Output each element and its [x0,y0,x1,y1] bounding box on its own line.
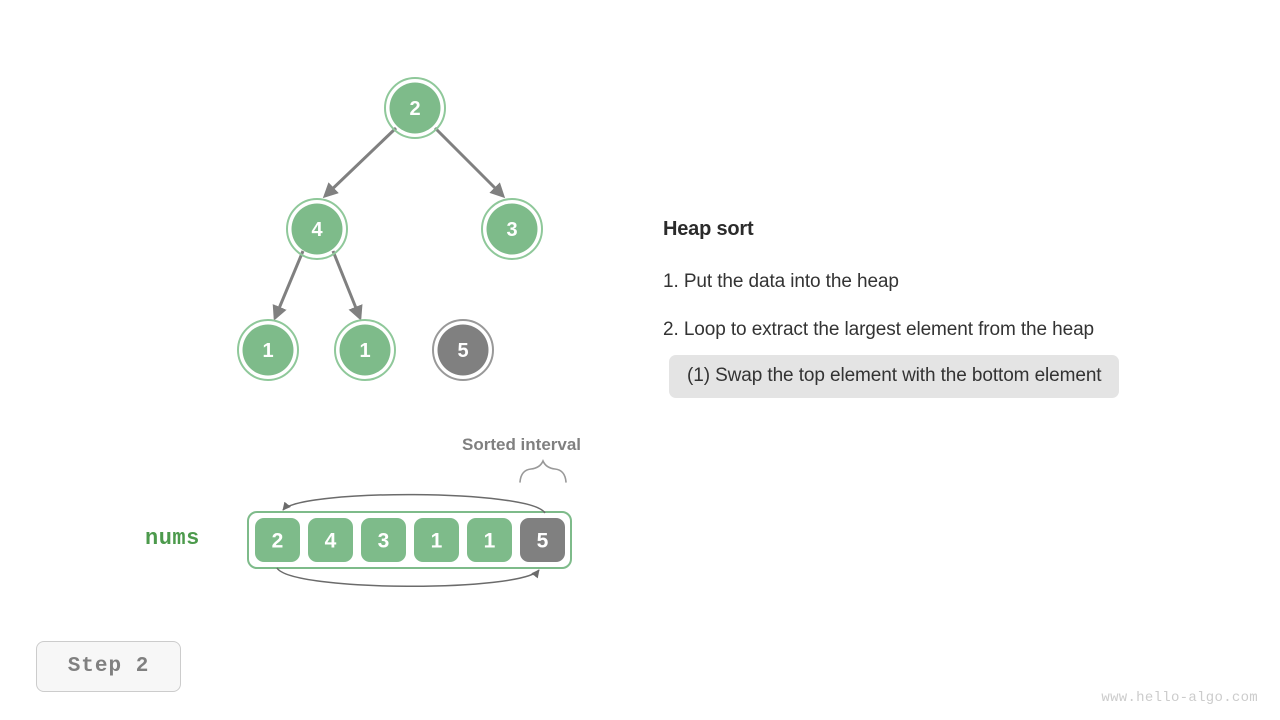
node-ring [237,319,299,381]
node-body [242,324,294,376]
node-body [437,324,489,376]
array-cell-0[interactable]: 2 [255,518,300,562]
tree-edge-4-1a [272,250,305,321]
node-value: 1 [262,340,273,362]
tree-node-5-sorted[interactable]: 5 [432,319,494,381]
watermark: www.hello-algo.com [1101,690,1258,706]
substep-wrapper: (1) Swap the top element with the bottom… [669,355,1253,398]
array-cell-3[interactable]: 1 [414,518,459,562]
step-badge: Step 2 [36,641,181,692]
array-cell-value: 4 [325,530,337,553]
tree-node-3[interactable]: 3 [481,198,543,260]
tree-edge-2-4 [322,126,398,199]
explanation-panel: Heap sort 1. Put the data into the heap … [663,218,1253,398]
array-cell-4[interactable]: 1 [467,518,512,562]
step-item-2: 2. Loop to extract the largest element f… [663,319,1095,340]
node-ring [384,77,446,139]
sorted-interval-brace [519,458,567,483]
step-item-1: 1. Put the data into the heap [663,271,899,292]
node-value: 4 [311,219,323,241]
node-value: 3 [506,219,517,241]
node-value: 1 [359,340,370,362]
array-container-outline [247,511,572,569]
page-title: Heap sort [663,218,754,240]
tree-node-1-left[interactable]: 1 [237,319,299,381]
swap-arc-top [282,493,546,514]
sorted-interval-caption: Sorted interval [462,435,582,454]
node-ring [286,198,348,260]
array-cell-box [255,518,300,562]
tree-edge-4-1b [331,250,363,321]
array-cell-box [414,518,459,562]
node-ring [432,319,494,381]
node-ring [481,198,543,260]
node-value: 2 [409,98,420,120]
tree-node-2[interactable]: 2 [384,77,446,139]
array-name-label: nums [145,526,200,551]
array-cell-value: 1 [431,530,443,553]
tree-edges [272,126,506,321]
array-cell-1[interactable]: 4 [308,518,353,562]
node-body [486,203,538,255]
swap-arc-bottom [276,567,540,587]
array-cell-2[interactable]: 3 [361,518,406,562]
tree-edge-2-3 [433,126,506,199]
array-cell-value: 5 [537,530,549,553]
node-body [389,82,441,134]
array-cell-box [361,518,406,562]
substep-highlight: (1) Swap the top element with the bottom… [669,355,1120,398]
tree-node-1-right[interactable]: 1 [334,319,396,381]
node-value: 5 [457,340,468,362]
array-cell-value: 1 [484,530,496,553]
array-cell-box [308,518,353,562]
array-cell-value: 3 [378,530,390,553]
tree-node-4[interactable]: 4 [286,198,348,260]
array-cell-box [520,518,565,562]
node-body [339,324,391,376]
array-cell-5[interactable]: 5 [520,518,565,562]
array-cell-box [467,518,512,562]
node-body [291,203,343,255]
array-cell-value: 2 [272,530,284,553]
node-ring [334,319,396,381]
